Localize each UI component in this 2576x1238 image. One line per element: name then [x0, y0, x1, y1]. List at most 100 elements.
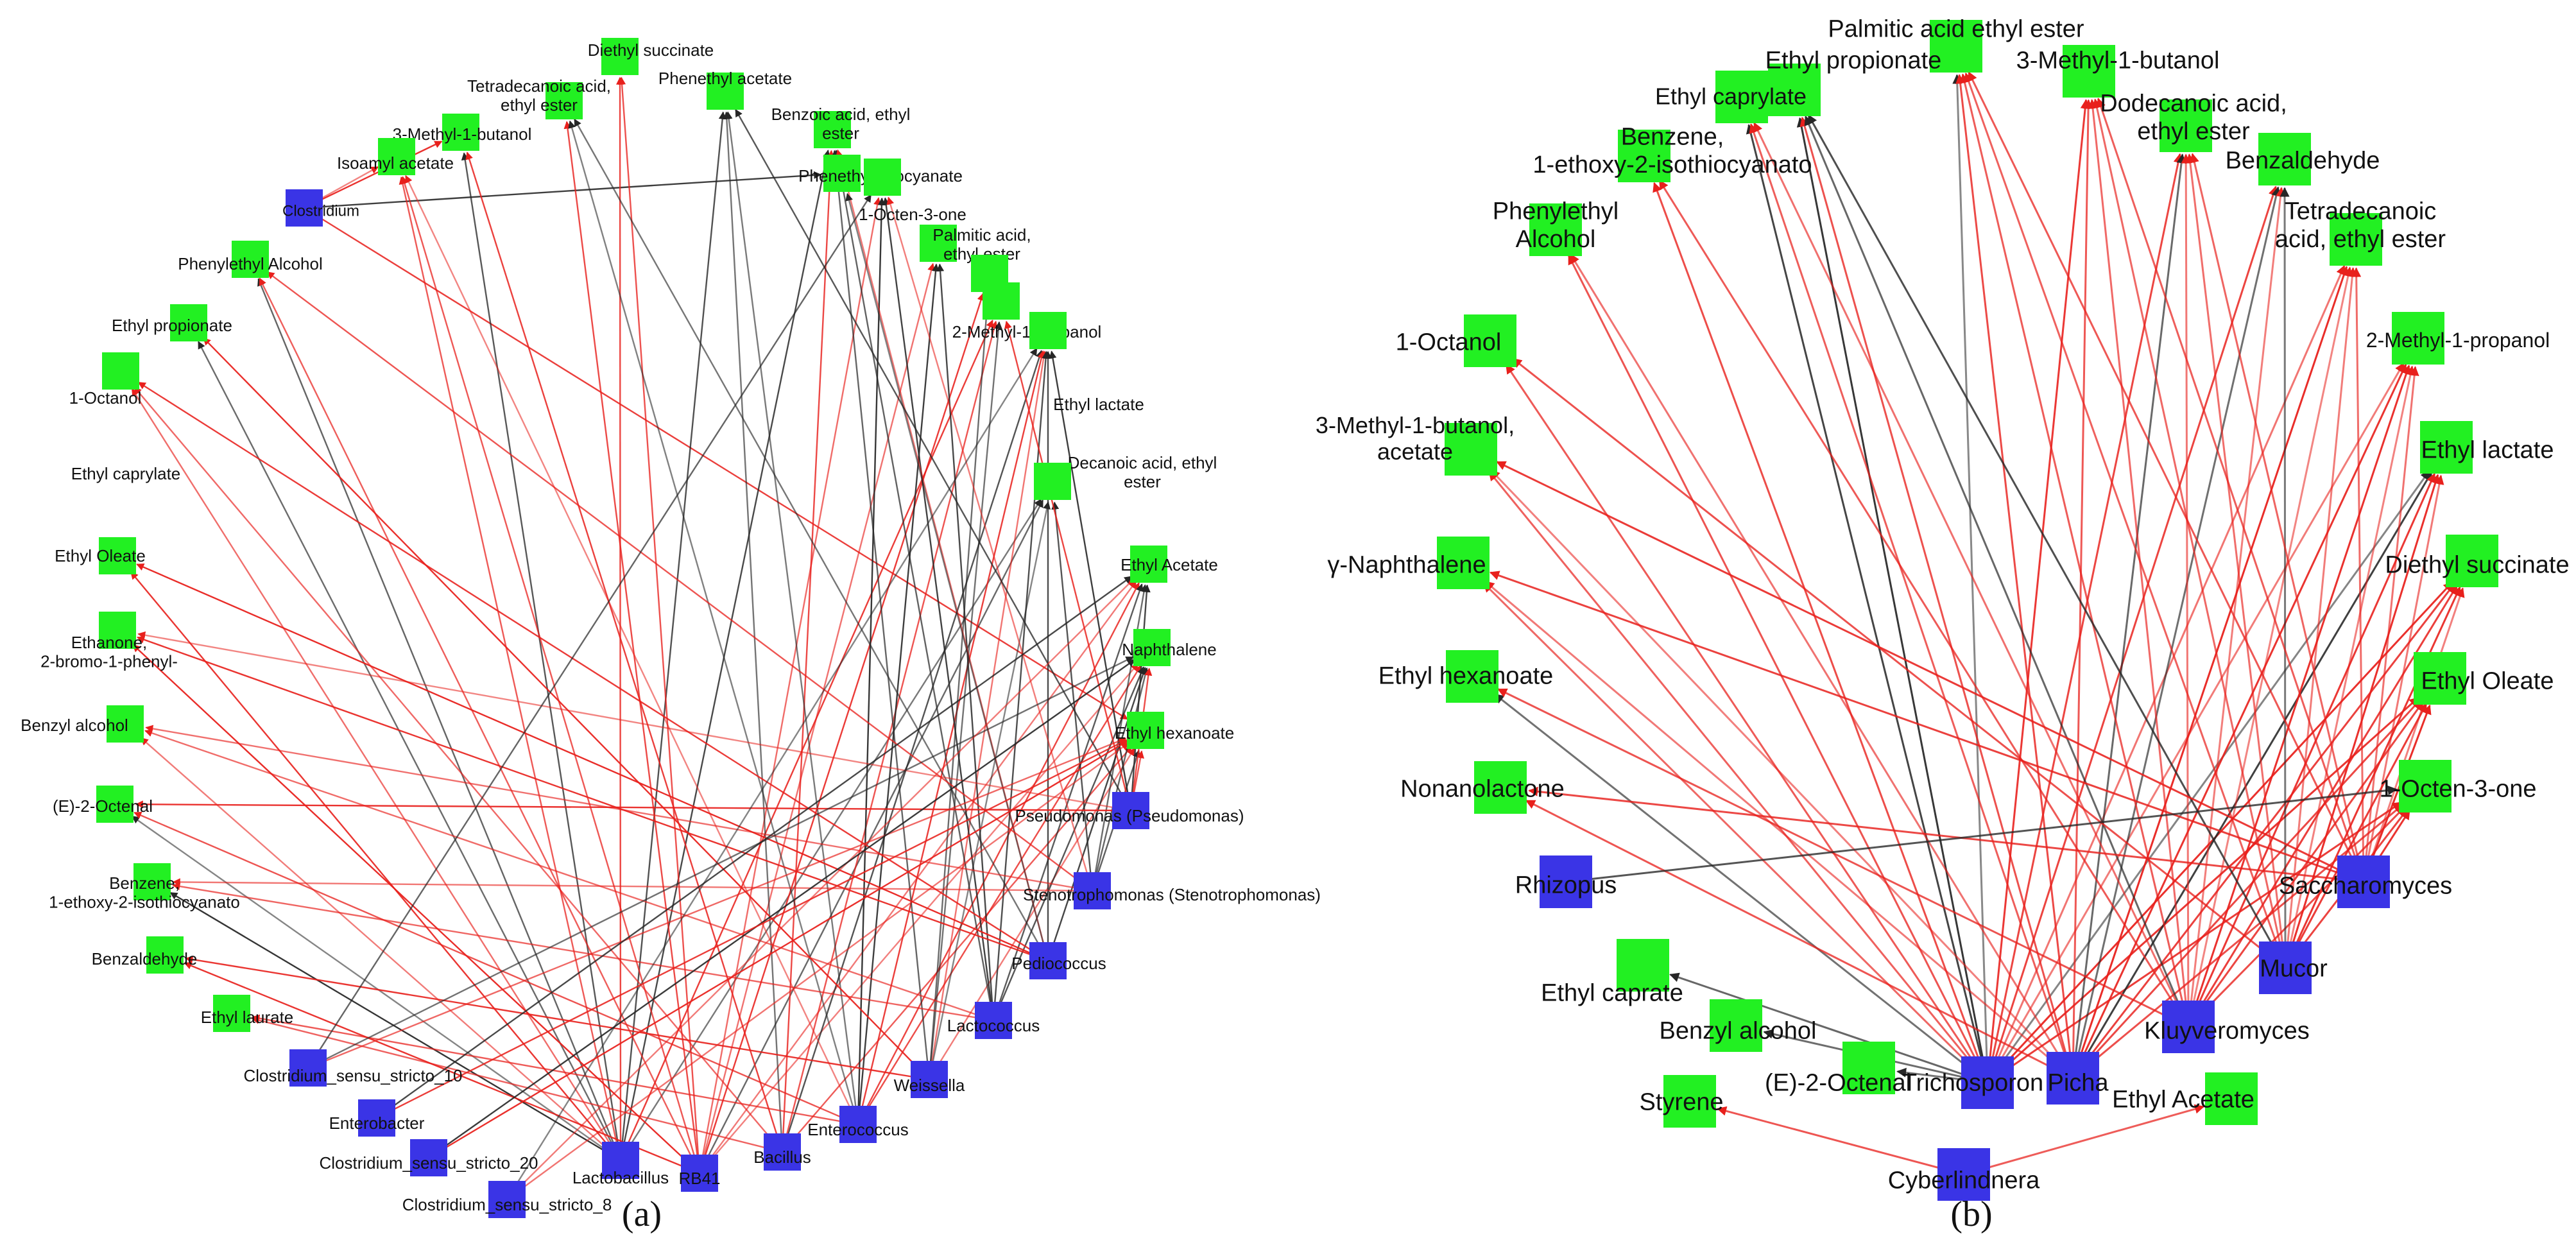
node-palmitic[interactable]: Palmitic acid ethyl ester — [1828, 15, 2084, 73]
metabolite-node-square[interactable] — [1445, 423, 1497, 476]
metabolite-node-square[interactable] — [1710, 999, 1762, 1052]
metabolite-node-square[interactable] — [1618, 130, 1670, 182]
metabolite-node-square[interactable] — [1715, 71, 1768, 123]
node-methylbutanol[interactable]: 3-Methyl-1-butanol — [393, 114, 532, 151]
node-mucor[interactable]: Mucor — [2259, 941, 2328, 994]
node-ethyl_oleate[interactable]: Ethyl Oleate — [55, 537, 146, 574]
microbe-node-square[interactable] — [1961, 1056, 2014, 1109]
metabolite-node-square[interactable] — [1464, 314, 1516, 367]
metabolite-node-square[interactable] — [920, 225, 957, 262]
node-ethanone[interactable]: Ethanone,2-bromo-1-phenyl- — [40, 612, 178, 671]
node-methylbutanol[interactable]: 3-Methyl-1-butanol — [2016, 45, 2220, 98]
metabolite-node-square[interactable] — [1127, 712, 1164, 749]
metabolite-node-square[interactable] — [545, 82, 583, 119]
node-phenylethyl_alc[interactable]: Phenylethyl Alcohol — [178, 241, 323, 278]
metabolite-node-square[interactable] — [707, 73, 744, 110]
node-methylpropanol[interactable]: 2-Methyl-1-propanol — [2366, 312, 2550, 365]
node-cyberlindnera[interactable]: Cyberlindnera — [1888, 1148, 2040, 1201]
node-benzene_ethoxy[interactable]: Benzene,1-ethoxy-2-isothiocyanato — [1533, 123, 1812, 182]
metabolite-node-square[interactable] — [2205, 1072, 2258, 1125]
node-ethyl_propionate[interactable]: Ethyl propionate — [112, 304, 232, 341]
microbe-node-square[interactable] — [839, 1106, 877, 1143]
microbe-node-square[interactable] — [286, 189, 323, 227]
metabolite-node-square[interactable] — [1446, 650, 1498, 703]
node-ethyl_caprylate[interactable]: Ethyl caprylate — [1655, 71, 1807, 123]
metabolite-node-square[interactable] — [864, 159, 901, 196]
node-nonanolactone[interactable]: Nonanolactone — [1400, 761, 1565, 814]
node-benzyl_alcohol[interactable]: Benzyl alcohol — [21, 705, 144, 743]
node-clostridium_10[interactable]: Clostridium_sensu_stricto_10 — [243, 1049, 463, 1087]
node-weissella[interactable]: Weissella — [894, 1061, 965, 1098]
metabolite-node-square[interactable] — [1034, 463, 1071, 500]
microbe-node-square[interactable] — [488, 1181, 526, 1218]
node-lactobacillus[interactable]: Lactobacillus — [572, 1142, 669, 1187]
metabolite-node-square[interactable] — [378, 138, 415, 175]
microbe-node-square[interactable] — [911, 1061, 948, 1098]
node-naphthalene[interactable]: γ-Naphthalene — [1327, 537, 1490, 589]
node-kluyveromyces[interactable]: Kluyveromyces — [2144, 1001, 2310, 1053]
metabolite-node-square[interactable] — [2399, 760, 2451, 812]
metabolite-node-square[interactable] — [96, 786, 133, 823]
microbe-node-square[interactable] — [681, 1155, 718, 1192]
node-naphthalene[interactable]: Naphthalene — [1122, 629, 1217, 666]
metabolite-node-square[interactable] — [99, 537, 136, 574]
microbe-node-square[interactable] — [1937, 1148, 1990, 1201]
node-clostridium_20[interactable]: Clostridium_sensu_stricto_20 — [319, 1139, 538, 1176]
node-ethyl_hexanoate[interactable]: Ethyl hexanoate — [1115, 712, 1234, 749]
node-octenone[interactable]: 1-Octen-3-one — [859, 159, 966, 224]
node-trichosporon[interactable]: Trichosporon — [1902, 1056, 2043, 1109]
node-diethyl_succinate[interactable]: Diethyl succinate — [2385, 535, 2570, 587]
metabolite-node-square[interactable] — [99, 612, 136, 649]
node-ethyl_lactate[interactable]: Ethyl lactate — [2420, 421, 2554, 474]
node-octanol[interactable]: 1-Octanol — [1396, 314, 1516, 367]
metabolite-node-square[interactable] — [102, 352, 139, 390]
metabolite-node-square[interactable] — [442, 114, 479, 151]
microbe-node-square[interactable] — [975, 1002, 1012, 1039]
node-isoamyl[interactable]: Isoamyl acetate — [337, 138, 454, 175]
microbe-node-square[interactable] — [289, 1049, 327, 1087]
metabolite-node-square[interactable] — [1130, 546, 1167, 583]
node-ethyl_lactate[interactable]: Ethyl lactate — [983, 282, 1144, 414]
microbe-node-square[interactable] — [1074, 872, 1111, 909]
node-enterobacter[interactable]: Enterobacter — [329, 1099, 425, 1137]
microbe-node-square[interactable] — [1029, 942, 1067, 979]
metabolite-node-square[interactable] — [1663, 1075, 1716, 1128]
metabolite-node-square[interactable] — [2160, 99, 2212, 152]
node-saccharomyces[interactable]: Saccharomyces — [2279, 855, 2452, 908]
microbe-node-square[interactable] — [1540, 855, 1592, 908]
node-benzaldehyde[interactable]: Benzaldehyde — [92, 936, 198, 974]
node-ethyl_acetate[interactable]: Ethyl Acetate — [1121, 546, 1218, 583]
microbe-node-square[interactable] — [410, 1139, 447, 1176]
metabolite-node-square[interactable] — [1437, 537, 1490, 589]
metabolite-node-square[interactable] — [213, 995, 250, 1032]
node-pseudomonas[interactable]: Pseudomonas (Pseudomonas) — [1015, 792, 1244, 829]
metabolite-node-square[interactable] — [2063, 45, 2115, 98]
node-pediococcus[interactable]: Pediococcus — [1011, 942, 1106, 979]
microbe-node-square[interactable] — [1112, 792, 1149, 829]
node-rb41[interactable]: RB41 — [678, 1155, 721, 1192]
metabolite-node-square[interactable] — [2330, 213, 2382, 266]
node-ethyl_hexanoate[interactable]: Ethyl hexanoate — [1378, 650, 1554, 703]
metabolite-node-square[interactable] — [1768, 64, 1821, 116]
metabolite-node-square[interactable] — [232, 241, 269, 278]
metabolite-node-square[interactable] — [814, 111, 851, 148]
node-octenal[interactable]: (E)-2-Octenal — [1765, 1042, 1911, 1096]
node-methylbutanol_acetate[interactable]: 3-Methyl-1-butanol,acetate — [1316, 412, 1515, 476]
node-benzaldehyde[interactable]: Benzaldehyde — [2226, 133, 2380, 185]
node-octenal[interactable]: (E)-2-Octenal — [53, 786, 153, 823]
node-rhizopus[interactable]: Rhizopus — [1515, 855, 1617, 908]
metabolite-node-square[interactable] — [2392, 312, 2444, 365]
node-tetradecanoic[interactable]: Tetradecanoic acid,ethyl ester — [467, 76, 611, 119]
metabolite-node-square[interactable] — [2420, 421, 2473, 474]
metabolite-node-square[interactable] — [983, 282, 1020, 320]
node-benzene_ethoxy[interactable]: Benzene,1-ethoxy-2-isothiocyanato — [49, 863, 240, 912]
node-ethyl_acetate[interactable]: Ethyl Acetate — [2112, 1072, 2258, 1125]
metabolite-node-square[interactable] — [133, 863, 171, 900]
metabolite-node-square[interactable] — [1842, 1042, 1895, 1094]
metabolite-node-square[interactable] — [2258, 133, 2311, 185]
node-bacillus[interactable]: Bacillus — [753, 1133, 811, 1171]
microbe-node-square[interactable] — [2337, 855, 2390, 908]
metabolite-node-square[interactable] — [2414, 652, 2466, 705]
